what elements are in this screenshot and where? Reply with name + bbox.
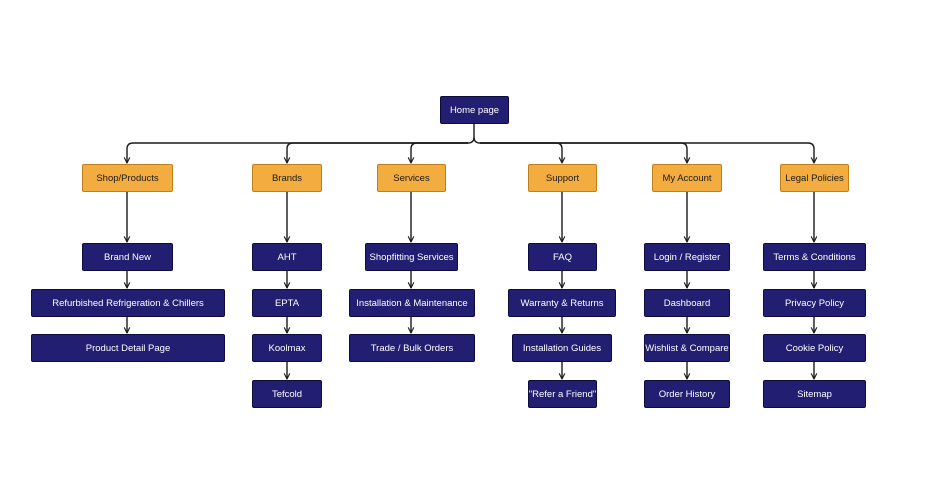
node-brand-new: Brand New bbox=[82, 243, 173, 271]
connector-category-0 bbox=[127, 142, 468, 163]
node-category-support: Support bbox=[528, 164, 597, 192]
connector-category-2 bbox=[411, 142, 468, 163]
connector-root-right bbox=[473, 136, 481, 144]
node-cookie-policy: Cookie Policy bbox=[763, 334, 866, 362]
node-category-brands: Brands bbox=[252, 164, 322, 192]
node-category-my-account: My Account bbox=[652, 164, 722, 192]
node-refer-a-friend: "Refer a Friend" bbox=[528, 380, 597, 408]
node-tefcold: Tefcold bbox=[252, 380, 322, 408]
connector-category-3 bbox=[480, 142, 562, 163]
node-faq: FAQ bbox=[528, 243, 597, 271]
node-sitemap: Sitemap bbox=[763, 380, 866, 408]
node-koolmax: Koolmax bbox=[252, 334, 322, 362]
node-aht: AHT bbox=[252, 243, 322, 271]
node-product-detail-page: Product Detail Page bbox=[31, 334, 225, 362]
node-epta: EPTA bbox=[252, 289, 322, 317]
node-warranty-returns: Warranty & Returns bbox=[508, 289, 616, 317]
node-order-history: Order History bbox=[644, 380, 730, 408]
node-privacy-policy: Privacy Policy bbox=[763, 289, 866, 317]
node-category-shop-products: Shop/Products bbox=[82, 164, 173, 192]
connector-category-4 bbox=[480, 142, 687, 163]
connector-category-5 bbox=[480, 142, 814, 163]
node-trade-bulk-orders: Trade / Bulk Orders bbox=[349, 334, 475, 362]
node-shopfitting-services: Shopfitting Services bbox=[365, 243, 458, 271]
node-wishlist-compare: Wishlist & Compare bbox=[644, 334, 730, 362]
node-category-legal-policies: Legal Policies bbox=[780, 164, 849, 192]
node-dashboard: Dashboard bbox=[644, 289, 730, 317]
node-home-page: Home page bbox=[440, 96, 509, 124]
node-installation-guides: Installation Guides bbox=[512, 334, 612, 362]
connector-category-1 bbox=[287, 142, 468, 163]
node-category-services: Services bbox=[377, 164, 446, 192]
node-installation-maintenance: Installation & Maintenance bbox=[349, 289, 475, 317]
node-refurbished-refrigeration: Refurbished Refrigeration & Chillers bbox=[31, 289, 225, 317]
connector-root-left bbox=[467, 124, 475, 144]
node-login-register: Login / Register bbox=[644, 243, 730, 271]
node-terms-conditions: Terms & Conditions bbox=[763, 243, 866, 271]
